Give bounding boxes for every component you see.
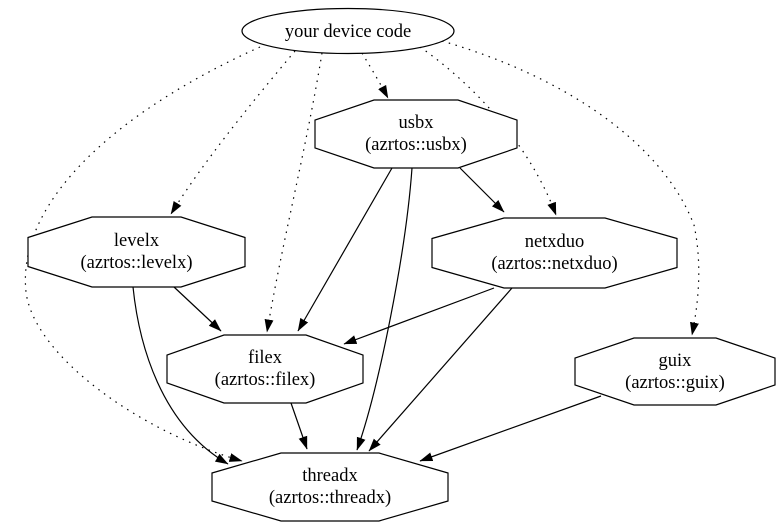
- node-levelx-shape: [27, 216, 246, 288]
- edge-usbx-threadx: [356, 167, 413, 451]
- node-device: your device code: [241, 7, 455, 55]
- edge-guix-threadx: [419, 395, 602, 462]
- edge-netxduo-filex: [343, 287, 495, 345]
- edge-levelx-threadx: [132, 286, 229, 465]
- node-guix: guix (azrtos::guix): [574, 337, 776, 406]
- node-device-shape: [241, 7, 455, 55]
- node-netxduo-label: netxduo: [525, 232, 585, 252]
- node-levelx-label: levelx: [114, 231, 160, 251]
- node-threadx: threadx (azrtos::threadx): [211, 452, 449, 522]
- node-filex-label: filex: [248, 348, 283, 368]
- node-netxduo: netxduo (azrtos::netxduo): [431, 217, 678, 289]
- edges-layer: [24, 40, 700, 465]
- edge-levelx-filex: [173, 286, 222, 332]
- node-levelx-sublabel: (azrtos::levelx): [81, 253, 193, 273]
- edge-device-filex: [264, 52, 323, 333]
- node-guix-shape: [574, 337, 776, 406]
- nodes-layer: your device code usbx (azrtos::usbx) lev…: [27, 7, 776, 522]
- node-levelx: levelx (azrtos::levelx): [27, 216, 246, 288]
- edge-filex-threadx: [290, 402, 308, 450]
- node-threadx-label: threadx: [302, 466, 358, 486]
- edge-device-levelx: [170, 50, 296, 215]
- node-threadx-sublabel: (azrtos::threadx): [269, 488, 391, 508]
- edge-usbx-netxduo: [459, 167, 505, 213]
- node-netxduo-sublabel: (azrtos::netxduo): [491, 254, 617, 274]
- node-guix-sublabel: (azrtos::guix): [625, 373, 725, 393]
- node-filex-sublabel: (azrtos::filex): [215, 370, 316, 390]
- node-guix-label: guix: [659, 351, 693, 371]
- node-filex: filex (azrtos::filex): [166, 334, 364, 404]
- node-device-label: your device code: [285, 22, 411, 42]
- node-netxduo-shape: [431, 217, 678, 289]
- edge-usbx-filex: [297, 167, 393, 332]
- node-usbx-sublabel: (azrtos::usbx): [365, 135, 467, 155]
- node-filex-shape: [166, 334, 364, 404]
- node-usbx-shape: [314, 99, 518, 169]
- node-usbx: usbx (azrtos::usbx): [314, 99, 518, 169]
- edge-netxduo-threadx: [368, 287, 513, 452]
- node-usbx-label: usbx: [399, 113, 435, 133]
- node-threadx-shape: [211, 452, 449, 522]
- edge-device-usbx: [361, 52, 389, 99]
- edge-device-threadx: [24, 46, 261, 462]
